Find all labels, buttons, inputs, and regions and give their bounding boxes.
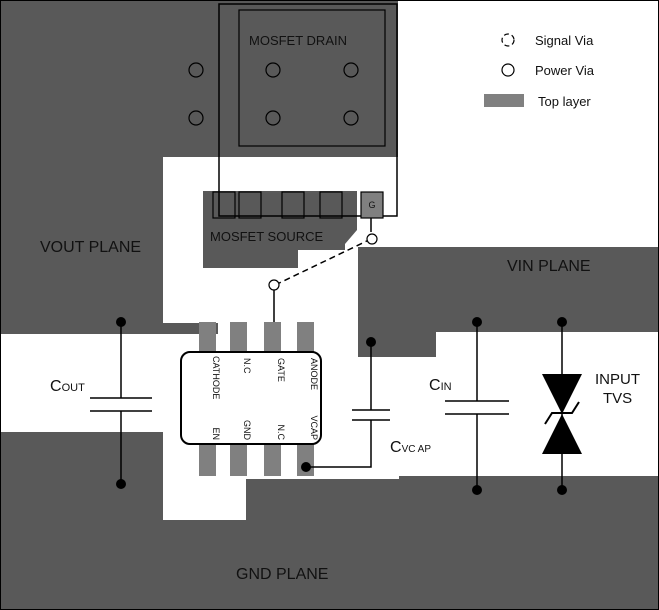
ic-pin-labels: CATHODE N.C GATE ANODE EN GND N.C VCAP xyxy=(211,356,319,441)
power-via-icon xyxy=(501,63,515,77)
mosfet-source-pad xyxy=(203,191,357,268)
ic-pad-nc-bottom xyxy=(264,443,281,476)
tvs-label-line2: TVS xyxy=(603,390,632,407)
cin-node-top xyxy=(472,317,482,327)
gnd-plane xyxy=(0,432,658,609)
tvs-triangle-upper xyxy=(542,374,582,414)
mosfet-drain-tab-outline xyxy=(238,9,386,147)
cvcap-capacitor xyxy=(306,342,390,468)
signal-via xyxy=(268,279,280,291)
ic-pin-gate-label: GATE xyxy=(276,358,286,382)
source-pin-4 xyxy=(319,191,343,219)
legend-top-layer: Top layer xyxy=(538,94,591,109)
gate-pin xyxy=(360,191,384,219)
power-via xyxy=(188,62,204,78)
cout-node-bottom xyxy=(116,479,126,489)
cvcap-label: CVC AP xyxy=(390,439,431,456)
cvcap-node-top xyxy=(366,337,376,347)
legend: Signal Via Power Via Top layer xyxy=(484,33,595,109)
top-layer-swatch xyxy=(484,94,524,107)
cin-sub: IN xyxy=(441,381,452,393)
tvs-zener-bar xyxy=(544,401,580,425)
vout-plane-label: VOUT PLANE xyxy=(40,239,141,256)
ic-pin-en-label: EN xyxy=(211,427,221,440)
ic-pin-cathode-label: CATHODE xyxy=(211,356,221,399)
tvs-node-top xyxy=(557,317,567,327)
ic-pin-nc-top-label: N.C xyxy=(242,358,252,374)
cvcap-lead-bottom xyxy=(306,420,372,468)
signal-via-icon xyxy=(501,33,515,47)
ic-pad-anode xyxy=(297,322,314,352)
power-via xyxy=(265,110,281,126)
cout-node-top xyxy=(116,317,126,327)
ic-pin-vcap-label: VCAP xyxy=(309,415,319,440)
cvcap-main: C xyxy=(390,439,402,456)
legend-power-via: Power Via xyxy=(535,63,595,78)
gate-trace xyxy=(268,218,378,323)
gnd-plane-label: GND PLANE xyxy=(236,566,328,583)
source-pin-3 xyxy=(281,191,305,219)
ic-pad-cathode xyxy=(199,322,216,352)
input-tvs-diode xyxy=(542,322,582,490)
mosfet-drain-label: MOSFET DRAIN xyxy=(249,33,347,48)
cvcap-sub: VC AP xyxy=(402,444,432,455)
ic-pad-en xyxy=(199,443,216,476)
legend-signal-via: Signal Via xyxy=(535,33,594,48)
ic-pad-gnd xyxy=(230,443,247,476)
vin-plane xyxy=(358,247,658,357)
tvs-node-bottom xyxy=(557,485,567,495)
source-pin-2 xyxy=(238,191,262,219)
power-via xyxy=(188,110,204,126)
mosfet-drain-pad xyxy=(218,0,398,157)
cout-label: COUT xyxy=(50,378,85,395)
tvs-label-line1: INPUT xyxy=(595,371,640,388)
source-pin-1 xyxy=(212,191,236,219)
power-via xyxy=(343,62,359,78)
cin-main: C xyxy=(429,377,441,394)
gate-dashed-trace xyxy=(272,238,372,287)
mosfet-package: G xyxy=(212,3,398,219)
signal-via xyxy=(366,233,378,245)
cout-main: C xyxy=(50,378,62,395)
power-via xyxy=(343,110,359,126)
vin-plane-label: VIN PLANE xyxy=(507,258,591,275)
tvs-triangle-lower xyxy=(542,414,582,454)
ic-pin-nc-bottom-label: N.C xyxy=(276,425,286,441)
cvcap-node-bottom xyxy=(301,462,311,472)
cout-sub: OUT xyxy=(62,382,86,394)
ic-pad-gate xyxy=(264,322,281,352)
vout-plane xyxy=(0,0,218,334)
ic-pin-gnd-label: GND xyxy=(242,420,252,441)
power-via xyxy=(265,62,281,78)
cin-node-bottom xyxy=(472,485,482,495)
power-vias xyxy=(188,62,359,126)
mosfet-body-outline xyxy=(218,3,398,217)
ic-pad-nc-top xyxy=(230,322,247,352)
cin-label: CIN xyxy=(429,377,452,394)
mosfet-source-label: MOSFET SOURCE xyxy=(210,229,323,244)
ic-body xyxy=(180,351,322,445)
cin-capacitor xyxy=(445,322,509,490)
cout-capacitor xyxy=(90,322,152,484)
ic-pin-anode-label: ANODE xyxy=(309,358,319,390)
gate-pin-label: G xyxy=(368,200,375,210)
